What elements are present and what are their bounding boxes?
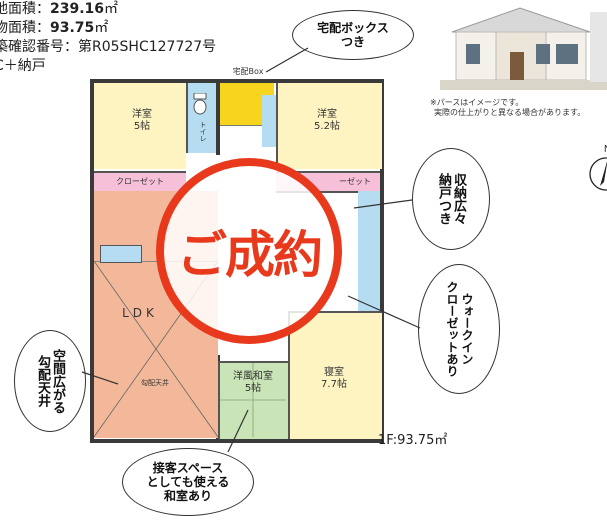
house-rendering-image — [440, 7, 607, 90]
tatami-grid — [220, 363, 286, 437]
callout-sloped-ceiling: 空間広がる 勾配天井 — [14, 330, 86, 432]
callout-delivery-box-pointer — [265, 47, 309, 73]
washroom — [262, 95, 276, 147]
ldk-ceiling-note: 勾配天井 — [141, 379, 169, 387]
callout-storage-pointer — [353, 199, 413, 209]
callout-walk-in-closet: ウォークイン クローゼットあり — [418, 264, 500, 394]
sold-stamp-text: ご成約 — [177, 226, 323, 284]
western-room-right-label: 洋室 5.2帖 — [314, 109, 340, 132]
western-room-left-label: 洋室 5帖 — [132, 109, 152, 132]
rendering-note-line2: 実際の仕上がりと異なる場合があります。 — [434, 108, 586, 117]
japanese-room-label: 洋風和室 5帖 — [233, 371, 273, 394]
callout-storage: 収納広々 納戸つき — [412, 148, 490, 250]
building-area-label: 物面積： — [0, 20, 50, 36]
rendering-note-line1: ※パースはイメージです。 — [430, 98, 524, 107]
closet-left-label: クローゼット — [116, 177, 164, 186]
confirmation-number: 築確認番号：第R05SHC127727号 — [0, 39, 217, 55]
callout-sloped-ceiling-pointer — [81, 371, 119, 385]
compass-icon: N — [589, 144, 607, 191]
bedroom — [288, 311, 382, 439]
layout-text: C＋納戸 — [0, 58, 46, 74]
rendering-note: ※パースはイメージです。 実際の仕上がりと異なる場合があります。 — [430, 98, 585, 118]
storage-room — [358, 191, 380, 311]
delivery-box-label: 宅配Box — [232, 67, 264, 76]
land-area-unit: ㎡ — [104, 1, 119, 17]
land-area-label: 地面積： — [0, 1, 50, 17]
sold-stamp: ご成約 — [156, 158, 342, 344]
compass-north-label: N — [604, 144, 607, 155]
callout-walk-in-closet-pointer — [347, 295, 421, 329]
toilet-label: トイレ — [199, 121, 207, 142]
ldk-label: LDK — [122, 306, 158, 320]
land-area-value: 239.16 — [50, 1, 105, 17]
bedroom-label: 寝室 7.7帖 — [321, 367, 347, 390]
floor-area-label: 1F:93.75㎡ — [378, 433, 448, 448]
callout-delivery-box: 宅配ボックス つき — [292, 10, 414, 60]
toilet-icon — [193, 93, 207, 115]
callout-sloped-ceiling-text: 空間広がる 勾配天井 — [35, 348, 65, 414]
building-area-value: 93.75 — [50, 20, 95, 36]
callout-walk-in-closet-text: ウォークイン クローゼットあり — [445, 281, 474, 377]
land-area: 地面積：239.16㎡ — [0, 0, 118, 19]
western-room-left — [94, 83, 186, 169]
callout-storage-text: 収納広々 納戸つき — [436, 173, 466, 225]
building-area: 物面積：93.75㎡ — [0, 19, 108, 38]
kitchen-counter — [100, 245, 142, 263]
western-room-right — [276, 83, 382, 169]
callout-reception: 接客スペース としても使える 和室あり — [122, 448, 254, 516]
callout-reception-pointer — [227, 409, 249, 453]
closet-right-label: ーゼット — [339, 177, 371, 186]
building-area-unit: ㎡ — [94, 20, 109, 36]
